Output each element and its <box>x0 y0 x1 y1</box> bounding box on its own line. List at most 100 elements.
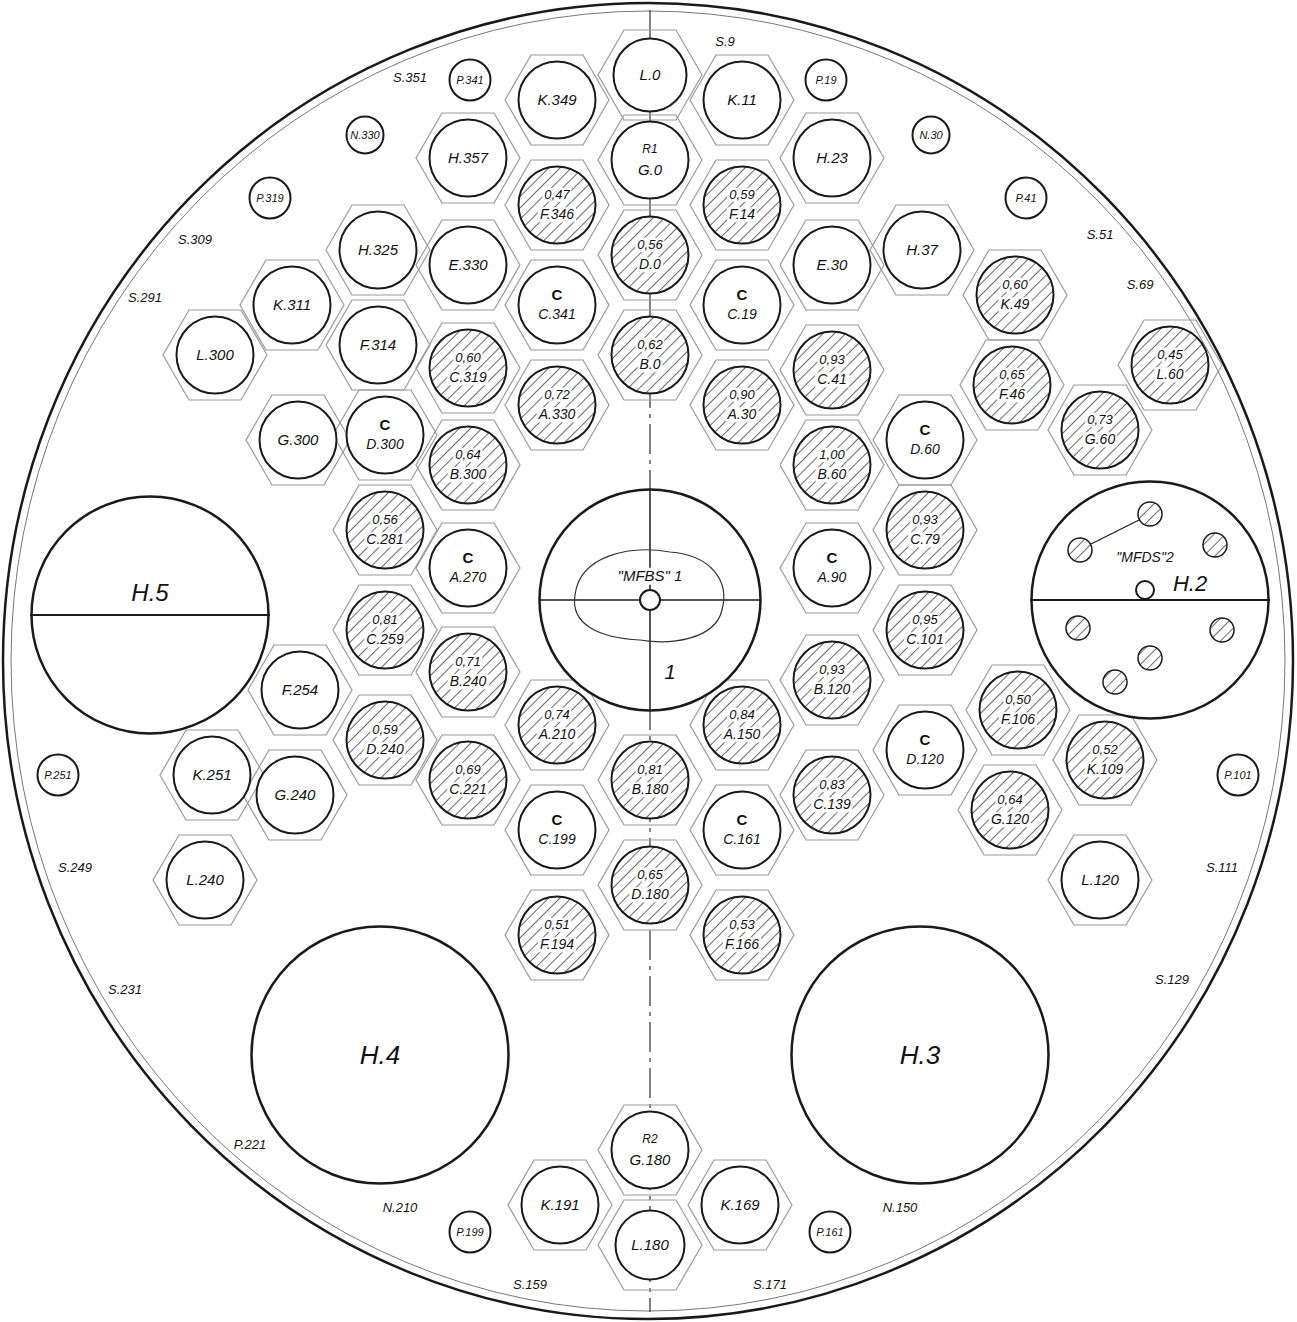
channel-label: G.240 <box>273 787 318 804</box>
channel-circle <box>972 772 1049 849</box>
fuel-channel: 0,81C.259 <box>345 590 425 670</box>
channel-value: 0,59 <box>370 723 399 737</box>
channel-circle: K.251 <box>172 735 252 815</box>
channel-circle <box>430 427 507 504</box>
channel-outline <box>517 685 597 765</box>
fuel-channel: 0,74A.210 <box>517 685 597 765</box>
channel-circle <box>887 492 964 569</box>
channel-outline <box>792 425 872 505</box>
channel-circle <box>174 737 251 814</box>
hole-axis <box>1030 599 1270 601</box>
fuel-channel: 0,93B.120 <box>792 640 872 720</box>
channel-value: 0,90 <box>727 388 756 402</box>
channel-circle: R2G.180 <box>610 1110 690 1190</box>
channel-label: D.180 <box>629 887 670 902</box>
channel-circle <box>887 402 964 479</box>
lattice-cell <box>163 310 267 400</box>
channel-label: A.330 <box>537 407 578 422</box>
channel-circle <box>616 1211 685 1280</box>
fuel-channel: 0,59F.14 <box>702 165 782 245</box>
channel-label: "MFDS"2 <box>1114 550 1175 565</box>
fuel-channel: 0,84A.150 <box>702 685 782 765</box>
channel-label: A.210 <box>537 727 578 742</box>
lattice-cell <box>160 730 264 820</box>
channel-circle <box>519 897 596 974</box>
channel-label: G.120 <box>989 812 1031 827</box>
channel-circle: CC.341 <box>517 265 597 345</box>
channel-outline <box>702 685 782 765</box>
rod-link <box>1091 520 1139 544</box>
channel-value: 0,50 <box>1003 693 1032 707</box>
channel-circle <box>704 167 781 244</box>
channel-label: B.240 <box>448 674 489 689</box>
channel-circle <box>704 687 781 764</box>
small-channel: P.251 <box>36 753 80 797</box>
lattice-cell <box>505 890 609 980</box>
lattice-cell <box>598 840 702 930</box>
lattice-cell <box>598 210 702 300</box>
channel-label: "MFBS" 1 <box>616 568 685 585</box>
channel-label: C.161 <box>721 832 762 847</box>
channel-outline <box>702 265 782 345</box>
position-label: S.309 <box>176 233 214 247</box>
channel-label: K.191 <box>538 1197 581 1214</box>
channel-circle <box>794 332 871 409</box>
channel-value: 0,53 <box>727 918 756 932</box>
channel-label: H.357 <box>446 150 490 167</box>
channel-outline <box>1130 325 1210 405</box>
lattice-cell <box>505 260 609 350</box>
channel-circle: L.120 <box>1060 840 1140 920</box>
channel-value: C <box>918 422 933 439</box>
small-channel: P.19 <box>804 58 848 102</box>
channel-outline <box>610 120 690 200</box>
channel-label: N.330 <box>348 129 381 141</box>
channel-outline <box>428 632 508 712</box>
channel-circle <box>794 227 871 304</box>
channel-label: C.41 <box>815 372 849 387</box>
channel-outline <box>702 365 782 445</box>
lattice-cell <box>598 735 702 825</box>
channel-circle <box>177 317 254 394</box>
channel-value: C <box>825 550 840 567</box>
channel-circle <box>1067 722 1144 799</box>
channel-circle <box>806 60 847 101</box>
channel-value: 0,84 <box>727 708 756 722</box>
channel-outline <box>345 700 425 780</box>
channel-label: B.180 <box>630 782 671 797</box>
position-label: S.171 <box>751 1278 789 1292</box>
channel-label: K.311 <box>271 297 313 314</box>
channel-circle: CC.161 <box>702 790 782 870</box>
lattice-cell <box>416 627 520 717</box>
channel-value: 0,64 <box>995 793 1024 807</box>
channel-outline <box>702 895 782 975</box>
device-tube <box>640 590 660 610</box>
position-label: S.291 <box>126 291 164 305</box>
large-hole: H.3 <box>790 925 1050 1185</box>
channel-label: L.0 <box>638 67 663 84</box>
channel-outline <box>792 330 872 410</box>
channel-circle <box>250 178 291 219</box>
channel-circle <box>612 217 689 294</box>
channel-circle <box>257 757 334 834</box>
sample-rod <box>1210 618 1234 642</box>
fuel-channel: 1,00B.60 <box>792 425 872 505</box>
channel-circle <box>519 62 596 139</box>
channel-value: 0,93 <box>817 353 846 367</box>
sample-rod <box>1203 533 1227 557</box>
channel-label: C.341 <box>536 307 577 322</box>
fuel-channel: 0,64B.300 <box>428 425 508 505</box>
channel-outline <box>970 770 1050 850</box>
channel-outline <box>1060 390 1140 470</box>
channel-circle <box>977 257 1054 334</box>
channel-label: F.254 <box>280 682 320 699</box>
channel-circle: K.169 <box>700 1165 780 1245</box>
channel-circle <box>430 742 507 819</box>
channel-value: 0,56 <box>370 513 399 527</box>
channel-outline <box>610 215 690 295</box>
lattice-cell <box>598 1200 702 1290</box>
channel-circle <box>612 317 689 394</box>
small-channel: P.41 <box>1004 176 1048 220</box>
channel-label: E.30 <box>815 257 850 274</box>
channel-outline <box>792 528 872 608</box>
channel-label: D.60 <box>908 442 942 457</box>
